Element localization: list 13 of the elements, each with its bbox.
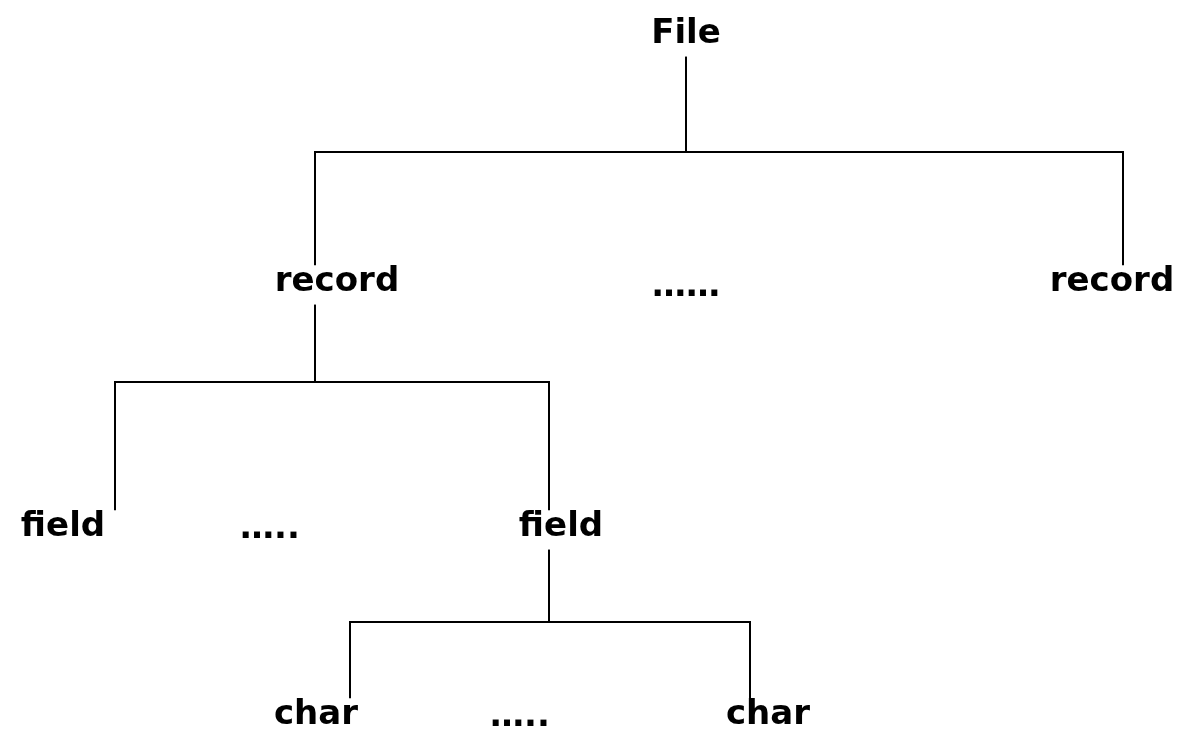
tree-connector [685,55,1124,267]
tree-connector [548,548,751,700]
node-label: char [273,694,359,729]
node-label: field [20,506,106,544]
ellipsis-text: ….. [240,508,300,546]
ellipsis-text: …… [652,266,720,304]
tree-connector [314,303,550,512]
ellipsis-text: ….. [490,696,550,729]
node-label: char [725,694,811,729]
node-label: record [1049,261,1175,299]
node-label: record [274,261,400,299]
node-label: field [518,506,604,544]
node-label: File [651,13,721,51]
